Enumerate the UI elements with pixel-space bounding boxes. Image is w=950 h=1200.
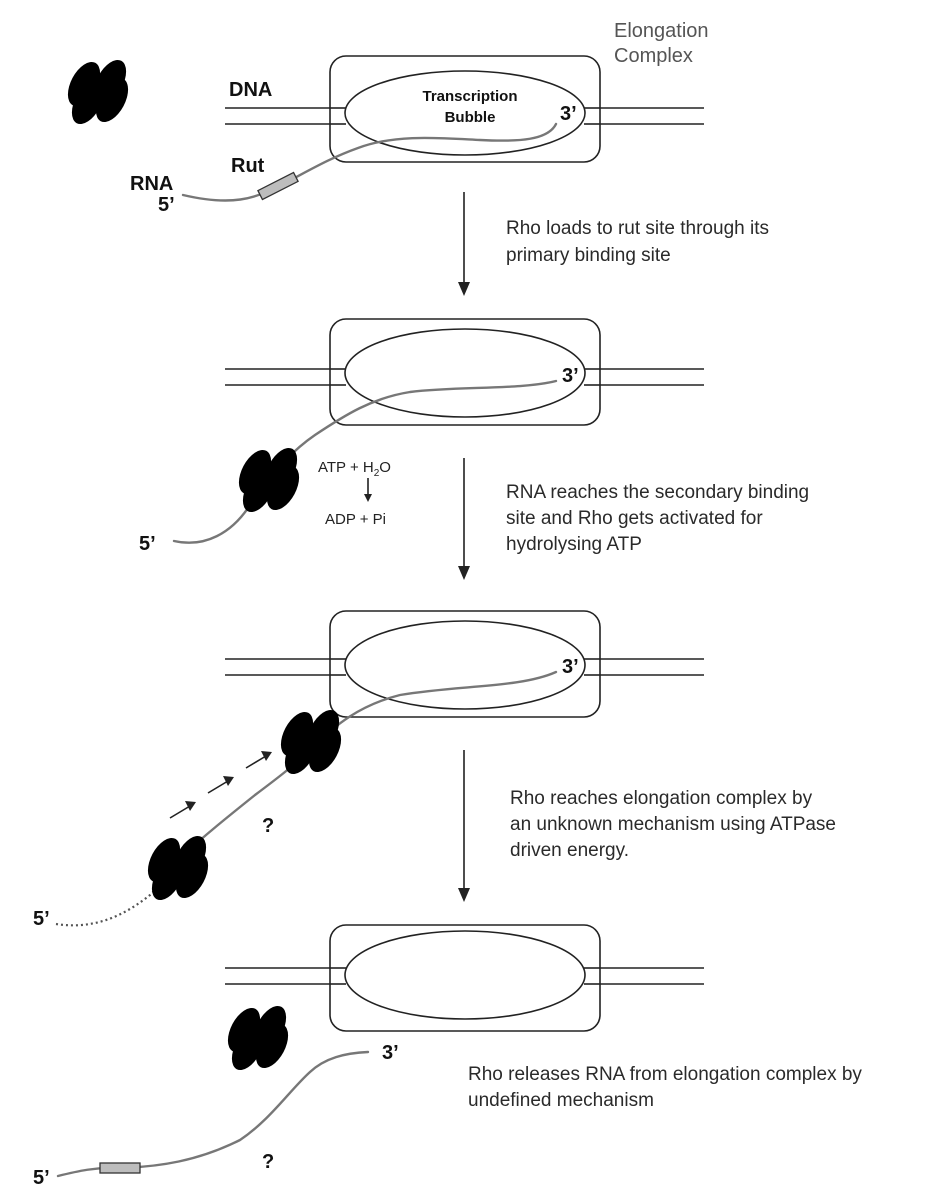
header-elongation: Elongation: [614, 20, 709, 42]
step-2-line1: RNA reaches the secondary binding: [506, 482, 809, 503]
atp-hydrolysis: ATP + H2O ADP + Pi: [318, 459, 391, 528]
panel-3: 3’ ? 5’: [33, 610, 704, 930]
step-2-line2: site and Rho gets activated for: [506, 508, 763, 529]
step-4-line1: Rho releases RNA from elongation complex…: [468, 1064, 862, 1085]
rho-hexamer: [274, 704, 348, 780]
bubble-label-line2: Bubble: [445, 109, 496, 126]
three-prime-label: 3’: [382, 1042, 399, 1064]
step-3-arrow: [458, 750, 470, 902]
three-prime-label: 3’: [562, 656, 579, 678]
rut-site: [99, 1162, 141, 1174]
step-3-line1: Rho reaches elongation complex by: [510, 788, 813, 809]
five-prime-label: 5’: [33, 908, 50, 930]
rho-hexamer: [232, 442, 306, 518]
dna-label: DNA: [229, 79, 272, 101]
header-complex: Complex: [614, 45, 693, 67]
step-2-line3: hydrolysing ATP: [506, 534, 642, 555]
bubble-label-line1: Transcription: [422, 88, 517, 105]
rut-site: [257, 171, 299, 201]
three-prime-label: 3’: [562, 365, 579, 387]
transcription-bubble: [344, 70, 586, 156]
rna-strand: [172, 379, 558, 544]
step-3-line2: an unknown mechanism using ATPase: [510, 814, 836, 835]
rna-label: RNA: [130, 173, 173, 195]
step-1-arrow: [458, 192, 470, 296]
step-2-arrow: [458, 458, 470, 580]
rna-strand: [181, 122, 558, 202]
panel-4: 3’ ? 5’: [33, 924, 704, 1189]
undefined-mechanism-question: ?: [262, 1151, 274, 1173]
three-prime-label: 3’: [560, 103, 577, 125]
rho-hexamer-previous: [141, 830, 215, 906]
five-prime-label: 5’: [139, 533, 156, 555]
transcription-bubble: [344, 620, 586, 710]
step-1-line2: primary binding site: [506, 245, 671, 266]
atp-products: ADP + Pi: [325, 511, 386, 528]
panel-1: Transcription Bubble DNA 3’ Rut RNA 5’: [61, 54, 704, 216]
rna-strand-released: [56, 1050, 370, 1178]
five-prime-label: 5’: [158, 194, 175, 216]
rho-hexamer: [61, 54, 135, 130]
step-4-line2: undefined mechanism: [468, 1090, 654, 1111]
atp-reactants: ATP + H2O: [318, 459, 391, 479]
step-1-line1: Rho loads to rut site through its: [506, 218, 769, 239]
transcription-bubble: [344, 328, 586, 418]
panel-2: 3’ 5’ ATP + H2O ADP + Pi: [139, 318, 704, 555]
transcription-bubble: [344, 930, 586, 1020]
five-prime-label: 5’: [33, 1167, 50, 1189]
rut-label: Rut: [231, 155, 265, 177]
rho-hexamer-released: [221, 1000, 295, 1076]
step-3-line3: driven energy.: [510, 840, 629, 861]
unknown-mechanism-question: ?: [262, 815, 274, 837]
translocation-arrows: [169, 751, 272, 819]
